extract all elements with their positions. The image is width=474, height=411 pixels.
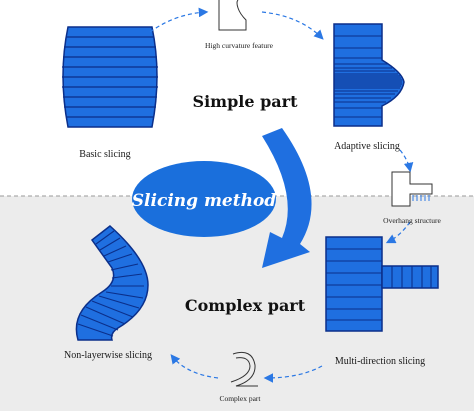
complex-part-icon	[230, 351, 258, 387]
arrow-feature-to-adaptive	[261, 11, 324, 40]
complex-part-title: Complex part	[185, 296, 306, 315]
non-layerwise-slicing-block	[75, 225, 149, 341]
slicing-method-label: Slicing method	[132, 191, 277, 211]
arrow-adaptive-to-overhang	[399, 149, 414, 173]
multi-direction-slicing-label: Multi-direction slicing	[335, 356, 425, 367]
basic-slicing-block	[62, 26, 158, 128]
arrow-multi-to-complex	[263, 365, 323, 383]
arrow-overhang-to-multi	[385, 221, 411, 244]
adaptive-slicing-block	[333, 23, 405, 127]
high-curvature-feature-icon	[218, 0, 247, 31]
simple-part-title: Simple part	[193, 92, 299, 111]
arrow-basic-to-feature	[149, 7, 209, 33]
slicing-method-ellipse	[132, 161, 276, 237]
arrow-complex-to-nonlayer	[170, 354, 219, 379]
complex-part-label: Complex part	[219, 394, 261, 403]
multi-direction-slicing-block	[325, 236, 439, 332]
overhang-structure-label: Overhang structure	[383, 216, 441, 225]
non-layerwise-slicing-label: Non-layerwise slicing	[64, 350, 152, 361]
high-curvature-label: High curvature feature	[205, 41, 274, 50]
adaptive-slicing-label: Adaptive slicing	[334, 141, 400, 152]
basic-slicing-label: Basic slicing	[79, 149, 130, 160]
overhang-structure-icon	[391, 171, 433, 207]
big-curved-arrow	[262, 128, 312, 268]
